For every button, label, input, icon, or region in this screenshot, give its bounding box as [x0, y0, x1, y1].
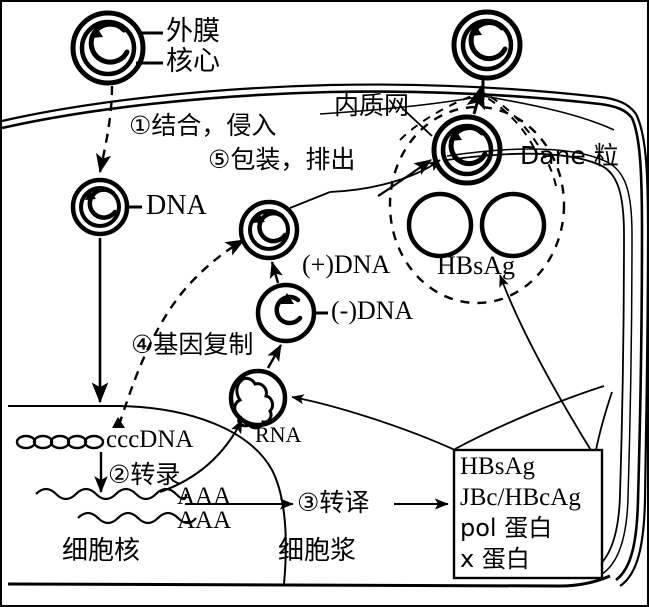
virion-intracellular-dna	[70, 177, 142, 237]
membrane-exit-fan	[319, 95, 615, 131]
label-endoplasmic-reticulum: 内质网	[334, 91, 410, 120]
label-step-3-translation: ③转译	[297, 488, 370, 517]
cell-membrane-right	[615, 113, 649, 587]
label-step-5-packaging-export: ⑤包装，排出	[208, 145, 356, 174]
protein-box-list: HBsAg JBc/HBcAg pol 蛋白 x 蛋白	[460, 452, 600, 574]
protein-item-pol: pol 蛋白	[460, 514, 553, 542]
arrow-secretion	[466, 84, 486, 115]
arrow-minus-to-plus-dna	[269, 261, 283, 284]
label-plus-dna: (+)DNA	[302, 250, 391, 279]
arrow-rna-export	[159, 419, 243, 493]
rna-particle	[228, 368, 288, 430]
arrow-protein-to-rna	[291, 394, 456, 451]
cell-membrane-top	[1, 83, 637, 130]
protein-box-connectors	[454, 385, 613, 451]
mrna-strand-2	[77, 511, 197, 525]
protein-item-x: x 蛋白	[460, 544, 530, 573]
label-cytoplasm: 细胞浆	[278, 536, 357, 566]
nuclear-membrane	[8, 405, 287, 585]
mrna-strand-1	[35, 487, 188, 501]
dane-particle	[431, 114, 503, 186]
arrow-packaging-to-dane	[289, 159, 441, 209]
label-outer-membrane: 外膜	[166, 16, 220, 47]
label-dna: DNA	[146, 190, 207, 221]
label-step-1-binding-entry: ①结合，侵入	[129, 111, 277, 140]
label-hbsag: HBsAg	[437, 251, 516, 280]
label-aaa-2: AAA	[177, 507, 232, 534]
cccdna-bead-chain	[15, 434, 105, 450]
label-rna: RNA	[255, 422, 302, 447]
label-nucleus: 细胞核	[62, 536, 141, 566]
nucleocapsid-minus-dna	[255, 282, 328, 344]
arrow-rna-to-minus-dna	[266, 344, 283, 369]
virion-leader-lines	[136, 31, 163, 65]
virion-exported	[451, 9, 523, 81]
label-core: 核心	[166, 46, 220, 77]
label-dane-particle: Dane 粒	[520, 141, 619, 170]
protein-item-jbc-hbcag: JBc/HBcAg	[460, 483, 581, 511]
cell-bottom-border	[7, 574, 611, 588]
virion-extracellular	[70, 10, 146, 86]
er-leader-line	[401, 107, 433, 137]
endoplasmic-reticulum-boundary	[388, 105, 566, 305]
protein-product-box	[452, 448, 604, 580]
hbsag-particles	[406, 191, 547, 259]
label-cccdna: cccDNA	[106, 426, 194, 453]
label-step-2-transcription: ②转录	[108, 460, 181, 489]
label-minus-dna: (-)DNA	[331, 296, 414, 325]
arrow-gene-replication-dashed	[112, 238, 246, 428]
protein-item-hbsag: HBsAg	[460, 453, 536, 480]
arrow-packaging	[377, 159, 432, 197]
arrow-protein-to-hbsag	[499, 274, 593, 453]
vesicle-transport-dashed	[399, 92, 557, 187]
label-step-4-gene-replication: ④基因复制	[131, 330, 254, 359]
nucleocapsid-plus-dna	[238, 199, 300, 261]
label-aaa-1: AAA	[177, 483, 232, 510]
arrow-entry	[96, 85, 114, 174]
cytoplasm-inner-boundary	[446, 148, 633, 575]
